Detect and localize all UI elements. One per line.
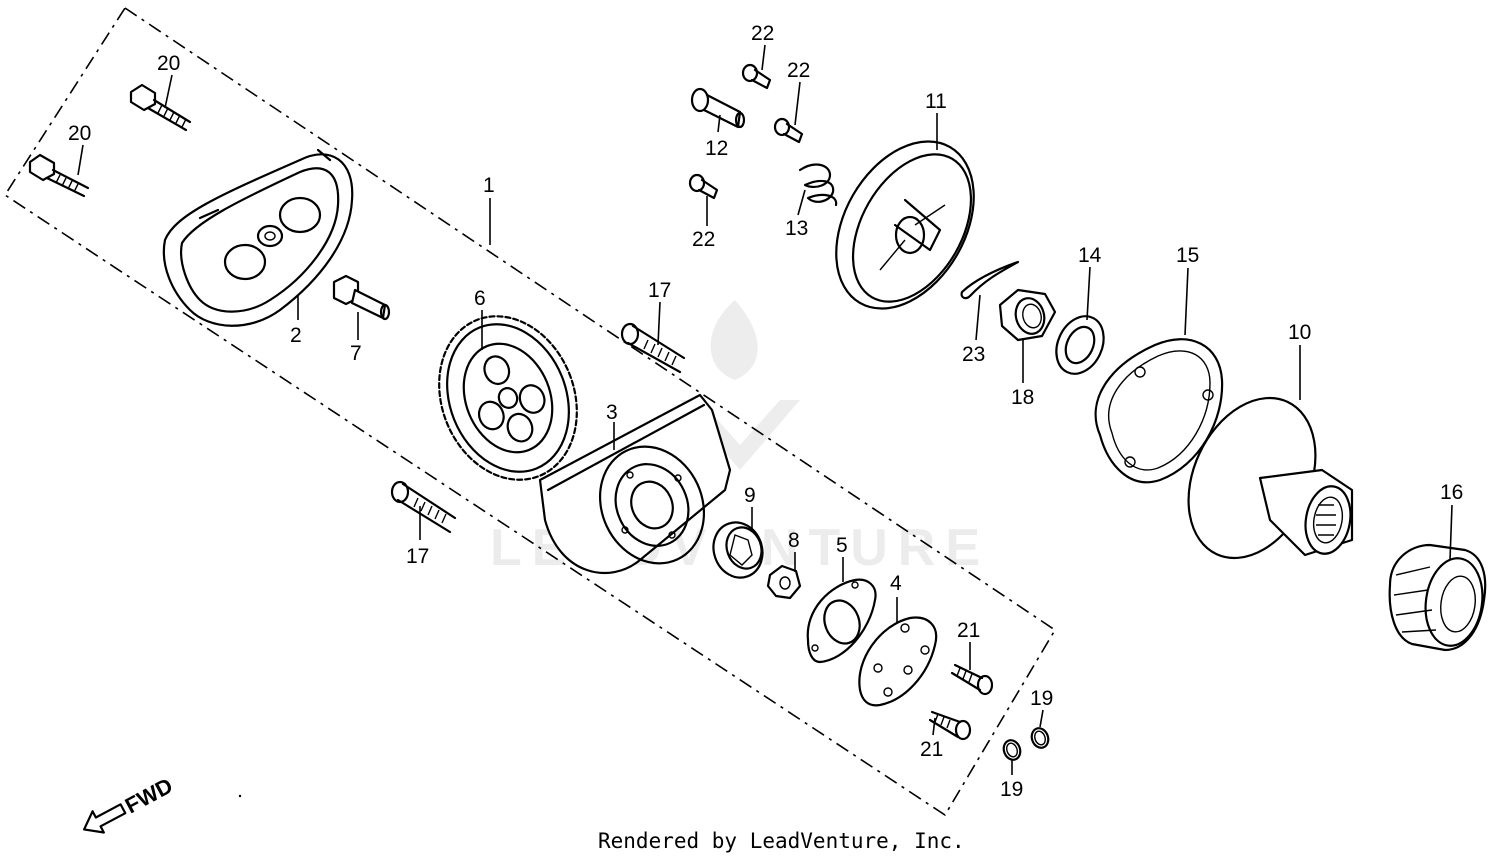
callout-19-upper: 19 (1030, 687, 1053, 710)
fwd-indicator: FWD (82, 773, 177, 834)
screw-22-lower (688, 173, 719, 200)
clip-23 (960, 260, 1020, 300)
pump-body-3 (538, 393, 732, 574)
callout-20-upper: 20 (157, 52, 180, 75)
callout-13: 13 (785, 217, 808, 240)
callout-7: 7 (350, 342, 362, 365)
callout-17-lower: 17 (406, 545, 429, 568)
screw-22-top (741, 63, 772, 90)
bolt-20-lower (28, 153, 90, 198)
footer-credit: Rendered by LeadVenture, Inc. (598, 829, 965, 853)
callout-1: 1 (483, 174, 495, 197)
leader-lines (77, 44, 1453, 775)
hub-10 (1187, 396, 1354, 560)
pump-cover-2 (162, 148, 354, 327)
gasket-15 (1094, 338, 1224, 484)
callout-22-right: 22 (787, 59, 810, 82)
callout-19-lower: 19 (1000, 778, 1023, 801)
outer-rotor-9 (712, 521, 764, 579)
washer-14 (1055, 315, 1105, 375)
callout-8: 8 (788, 529, 800, 552)
assembly-outline (3, 6, 1057, 817)
nut-18 (998, 288, 1057, 342)
gear-16 (1388, 543, 1487, 652)
callout-4: 4 (890, 572, 902, 595)
callouts: 1 2 3 4 5 6 7 8 9 10 11 12 13 14 15 16 1… (68, 22, 1463, 801)
screw-22-right (773, 117, 804, 144)
callout-14: 14 (1078, 244, 1102, 267)
pin-12 (690, 87, 746, 129)
callout-22-top: 22 (751, 22, 774, 45)
callout-21-lower: 21 (920, 738, 943, 761)
callout-17-upper: 17 (648, 279, 671, 302)
callout-12: 12 (705, 137, 728, 160)
callout-18: 18 (1011, 386, 1034, 409)
drum-11 (835, 140, 975, 310)
callout-21-upper: 21 (957, 619, 980, 642)
ring-19-lower (1002, 739, 1022, 761)
plate-4 (858, 616, 938, 707)
inner-rotor-8 (766, 564, 802, 600)
callout-6: 6 (474, 287, 486, 310)
bolt-20-upper (129, 83, 192, 132)
callout-20-lower: 20 (68, 122, 91, 145)
callout-15: 15 (1176, 244, 1199, 267)
spring-13 (798, 163, 838, 207)
callout-9: 9 (744, 484, 756, 507)
callout-5: 5 (836, 534, 848, 557)
gear-6 (438, 315, 578, 481)
callout-3: 3 (606, 401, 618, 424)
bolt-17-upper (620, 322, 686, 374)
callout-10: 10 (1288, 321, 1311, 344)
screw-21-upper (950, 663, 994, 696)
callout-16: 16 (1440, 481, 1463, 504)
pin-7 (332, 274, 391, 321)
bolt-17-lower (390, 480, 457, 534)
ring-19-upper (1030, 727, 1050, 749)
callout-22-lower: 22 (692, 228, 715, 251)
callout-11: 11 (925, 90, 947, 113)
gasket-5 (806, 578, 877, 664)
fwd-arrow-icon (82, 803, 127, 834)
callout-2: 2 (290, 324, 302, 347)
screw-21-lower (928, 710, 972, 741)
callout-23: 23 (962, 343, 985, 366)
fwd-label: FWD (121, 773, 177, 819)
